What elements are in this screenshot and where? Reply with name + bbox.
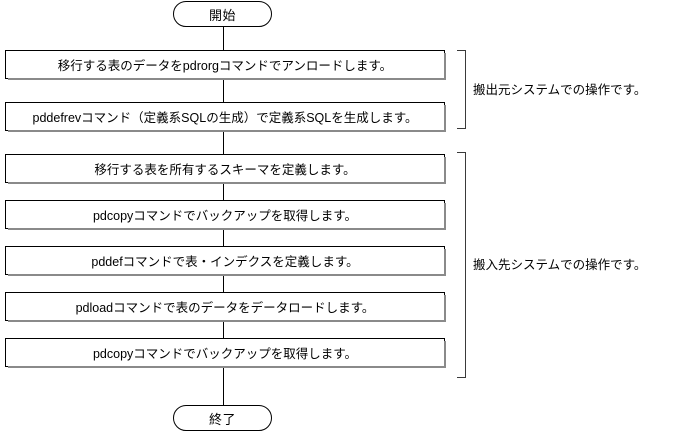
connector-step4-to-step5 [223,228,224,246]
process-box-6-label: pdloadコマンドで表のデータをデータロードします。 [75,301,375,315]
end-terminal-label: 終了 [208,411,236,427]
connector-start-to-step1 [223,26,224,51]
box-shadow-right [444,249,446,276]
process-box-3[interactable]: 移行する表を所有するスキーマを定義します。 [5,154,446,184]
box-shadow-bottom [8,320,446,322]
process-box-4[interactable]: pdcopyコマンドでバックアップを取得します。 [5,200,446,230]
box-shadow-right [444,105,446,132]
group-bracket-source [457,50,466,129]
group-bracket-target [457,152,466,378]
box-shadow-bottom [8,78,446,80]
box-shadow-right [444,157,446,184]
connector-step6-to-step7 [223,320,224,338]
process-box-5-label: pddefコマンドで表・インデクスを定義します。 [91,255,359,269]
connector-step2-to-step3 [223,130,224,155]
connector-step3-to-step4 [223,182,224,200]
process-box-1-label: 移行する表のデータをpdrorgコマンドでアンロードします。 [57,59,393,73]
process-box-7-label: pdcopyコマンドでバックアップを取得します。 [92,347,358,361]
process-box-3-label: 移行する表を所有するスキーマを定義します。 [94,163,356,177]
process-box-7[interactable]: pdcopyコマンドでバックアップを取得します。 [5,338,446,368]
box-shadow-right [444,203,446,230]
process-box-4-label: pdcopyコマンドでバックアップを取得します。 [92,209,358,223]
connector-step1-to-step2 [223,78,224,103]
connector-step7-to-end [223,365,224,406]
box-shadow-right [444,295,446,322]
box-shadow-bottom [8,274,446,276]
process-box-2[interactable]: pddefrevコマンド（定義系SQLの生成）で定義系SQLを生成します。 [5,102,446,132]
process-box-5[interactable]: pddefコマンドで表・インデクスを定義します。 [5,246,446,276]
process-box-1[interactable]: 移行する表のデータをpdrorgコマンドでアンロードします。 [5,50,446,80]
box-shadow-bottom [8,182,446,184]
connector-step5-to-step6 [223,274,224,292]
process-box-6[interactable]: pdloadコマンドで表のデータをデータロードします。 [5,292,446,322]
process-box-2-label: pddefrevコマンド（定義系SQLの生成）で定義系SQLを生成します。 [32,111,418,125]
start-terminal[interactable]: 開始 [173,1,272,27]
box-shadow-right [444,341,446,368]
group-caption-source: 搬出元システムでの操作です。 [473,83,647,97]
group-caption-target: 搬入先システムでの操作です。 [473,258,647,272]
end-terminal[interactable]: 終了 [173,405,272,431]
box-shadow-bottom [8,130,446,132]
box-shadow-right [444,53,446,80]
start-terminal-label: 開始 [208,7,236,23]
box-shadow-bottom [8,366,446,368]
box-shadow-bottom [8,228,446,230]
